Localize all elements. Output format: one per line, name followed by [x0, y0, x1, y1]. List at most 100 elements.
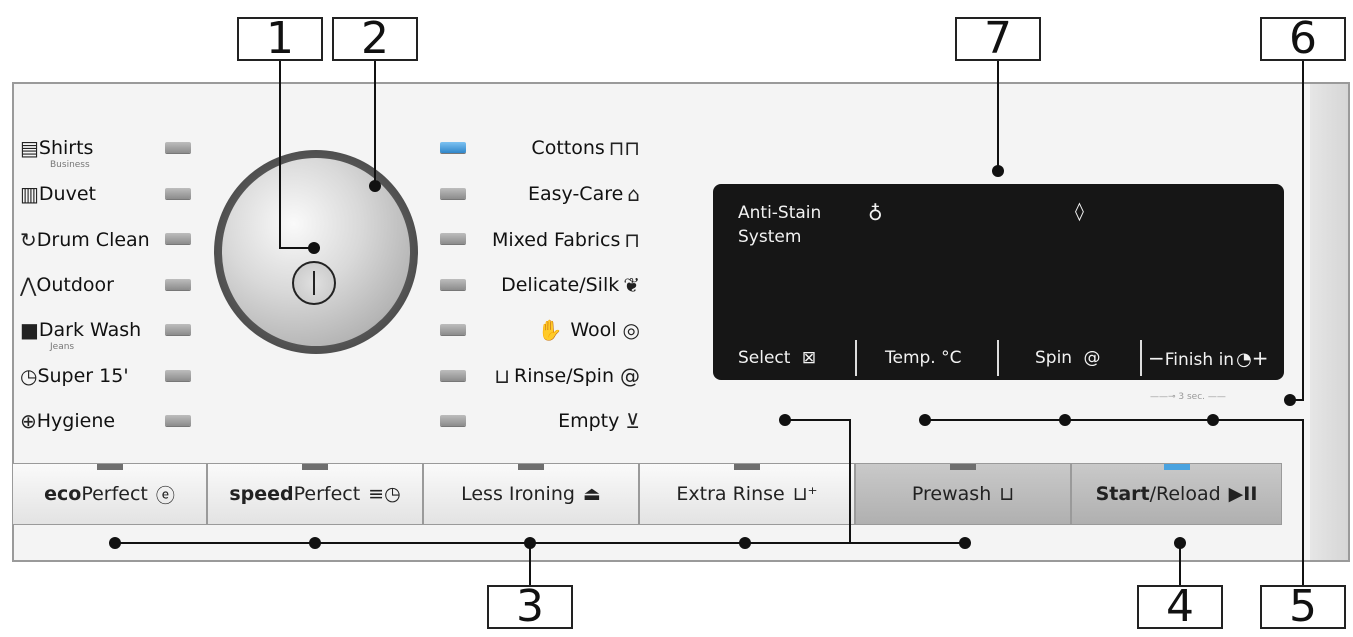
- programme-label: Mixed Fabrics: [491, 229, 621, 251]
- on-off-button[interactable]: [292, 261, 336, 305]
- programme-label: Hygiene: [36, 410, 116, 432]
- leader-dot: [524, 537, 536, 549]
- programme-wool[interactable]: ✋ Wool ◎: [537, 318, 640, 342]
- programme-mixed-fabrics[interactable]: Mixed Fabrics ⊓: [492, 228, 640, 252]
- programme-easy-care[interactable]: Easy-Care ⌂: [528, 182, 640, 206]
- button-led: [950, 464, 976, 470]
- callout-4: 4: [1137, 585, 1223, 629]
- programme-label: Empty: [558, 410, 620, 432]
- programme-outdoor[interactable]: ⋀ Outdoor: [20, 273, 114, 297]
- stain-shirt-icon: ⊠: [801, 348, 817, 368]
- extra-rinse-icon: ⊔⁺: [792, 483, 818, 505]
- callout-5: 5: [1260, 585, 1346, 629]
- button-led: [734, 464, 760, 470]
- callout-7: 7: [955, 17, 1041, 61]
- programme-cottons[interactable]: Cottons ⊓⊓: [531, 136, 640, 160]
- iron-icon: ⏏: [582, 483, 601, 505]
- programme-super-15[interactable]: ◷ Super 15': [20, 364, 129, 388]
- programme-led: [440, 279, 466, 290]
- leader-dot: [1174, 537, 1186, 549]
- programme-label: Duvet: [38, 183, 96, 205]
- rinse-spin-icon: @: [620, 364, 640, 388]
- start-reload-button[interactable]: Start/Reload ▶II: [1071, 463, 1282, 525]
- plug-icon: ♁: [868, 201, 883, 225]
- prewash-button[interactable]: Prewash ⊔: [855, 463, 1071, 525]
- dark-shirt-icon: ■: [20, 318, 39, 342]
- leader-dot: [109, 537, 121, 549]
- button-label: Perfect: [81, 483, 148, 505]
- mixed-fabrics-icon: ⊓: [624, 228, 640, 252]
- programme-drum-clean[interactable]: ↻ Drum Clean: [20, 228, 150, 252]
- select-label: Select: [738, 348, 791, 368]
- programme-label: Wool: [570, 319, 617, 341]
- shirt-stack-icon: ▤: [20, 136, 39, 160]
- mountain-icon: ⋀: [20, 273, 37, 297]
- spin-label: Spin: [1035, 348, 1073, 368]
- programme-led: [165, 188, 191, 199]
- leader-dot: [1059, 414, 1071, 426]
- programme-shirts[interactable]: ▤ Shirts Business: [20, 136, 94, 170]
- button-led: [96, 464, 123, 470]
- programme-rinse-spin[interactable]: ⊔ Rinse/Spin @: [494, 364, 640, 388]
- programme-label: Easy-Care: [527, 183, 624, 205]
- button-label-bold: eco: [44, 483, 82, 505]
- programme-empty[interactable]: Empty ⊻: [558, 409, 640, 433]
- play-pause-icon: ▶II: [1228, 483, 1258, 505]
- programme-led: [165, 142, 191, 153]
- programme-label: Outdoor: [36, 274, 114, 296]
- programme-led: [440, 370, 466, 381]
- programme-delicate-silk[interactable]: Delicate/Silk ❦: [501, 273, 640, 297]
- leader-dot: [959, 537, 971, 549]
- leader-dot: [1284, 394, 1296, 406]
- programme-led: [440, 233, 466, 244]
- spin-button[interactable]: Spin @: [1035, 348, 1101, 368]
- programme-led: [165, 370, 191, 381]
- leader-dot: [308, 242, 320, 254]
- programme-led: [440, 415, 466, 426]
- select-button[interactable]: Select ⊠: [738, 348, 816, 368]
- display-divider: [997, 340, 999, 376]
- programme-label: Drum Clean: [36, 229, 150, 251]
- wool-icon: ◎: [622, 318, 640, 342]
- programme-label: Shirts: [38, 137, 94, 159]
- button-label: /Reload: [1149, 483, 1221, 505]
- button-label-bold: Start: [1095, 483, 1150, 505]
- button-label: Prewash: [911, 483, 992, 505]
- leader-dot: [992, 165, 1004, 177]
- button-label: Less Ironing: [461, 483, 575, 505]
- button-label: Perfect: [293, 483, 361, 505]
- finish-in-control[interactable]: −Finish in◔+: [1148, 346, 1269, 370]
- spin-icon: @: [1083, 348, 1101, 368]
- leader-line-5: [925, 419, 1304, 585]
- programme-led: [440, 188, 466, 199]
- drum-clean-icon: ↻: [20, 228, 37, 252]
- hand-wash-icon: ✋: [537, 318, 563, 342]
- programme-hygiene[interactable]: ⊕ Hygiene: [20, 409, 115, 433]
- programme-led: [165, 279, 191, 290]
- temp-button[interactable]: Temp. °C: [885, 348, 962, 368]
- button-led: [518, 464, 544, 470]
- leader-line-6: [1290, 61, 1304, 401]
- programme-label: Rinse/Spin: [514, 365, 614, 387]
- programme-led: [165, 415, 191, 426]
- silk-icon: ❦: [623, 273, 640, 297]
- less-ironing-button[interactable]: Less Ironing ⏏: [423, 463, 639, 525]
- leader-dot: [1207, 414, 1219, 426]
- programme-dark-wash[interactable]: ■ Dark Wash Jeans: [20, 318, 142, 352]
- leader-dot: [369, 180, 381, 192]
- leader-line-1: [279, 61, 314, 249]
- display-divider: [855, 340, 857, 376]
- finish-in-label: Finish in: [1164, 350, 1235, 370]
- extra-rinse-button[interactable]: Extra Rinse ⊔⁺: [639, 463, 855, 525]
- button-led: [302, 464, 328, 470]
- eco-icon: ⓔ: [155, 484, 175, 507]
- minus-icon: −: [1148, 346, 1165, 370]
- programme-label: Dark Wash: [38, 319, 142, 341]
- stopwatch-icon: ◷: [20, 364, 38, 388]
- cotton-garments-icon: ⊓⊓: [608, 136, 640, 160]
- callout-6: 6: [1260, 17, 1346, 61]
- programme-duvet[interactable]: ▥ Duvet: [20, 182, 96, 206]
- leader-line-3: [115, 419, 965, 585]
